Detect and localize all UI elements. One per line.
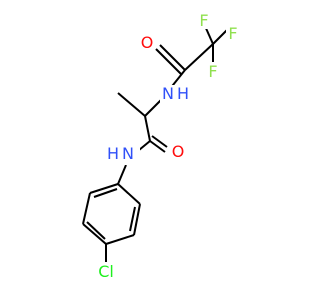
hydrogen-top-label: H: [177, 84, 189, 103]
n-top-bg: [160, 85, 176, 103]
o-mid-bg: [171, 143, 185, 161]
ring-bond-5: [82, 192, 91, 225]
bond-c-f2: [212, 28, 229, 45]
ring-bond-1: [117, 183, 141, 205]
ring-bond-6: [89, 183, 119, 194]
bond-c-o-top-1: [159, 44, 186, 71]
oxygen-top-label: O: [141, 33, 154, 52]
bond-cmid-o-1: [149, 140, 166, 153]
cl-bg: [95, 262, 119, 280]
ring-inner-3: [93, 188, 118, 198]
chlorine-label: Cl: [98, 262, 114, 281]
bond-n-ring: [117, 164, 127, 185]
bond-calpha-cmid: [144, 115, 151, 142]
ring-inner-1: [129, 206, 136, 232]
f2-bg: [226, 24, 240, 42]
ring-bond-2: [133, 203, 141, 236]
fluorine-3-label: F: [208, 62, 217, 81]
nitrogen-mid-label: N: [122, 144, 134, 163]
bond-c-cf3: [184, 43, 214, 71]
n-mid-bg: [112, 145, 140, 165]
molecule-diagram: O N H F F F O H N Cl: [82, 11, 240, 281]
f1-bg: [197, 11, 211, 29]
bond-c-o-top-2: [155, 48, 182, 75]
bond-calpha-methyl: [117, 92, 146, 117]
molecule-svg: O N H F F F O H N Cl: [82, 11, 240, 281]
o-top-bg: [140, 33, 154, 51]
fluorine-2-label: F: [228, 24, 237, 43]
atom-labels: O N H F F F O H N Cl: [95, 11, 240, 281]
ring-bond-3: [105, 234, 135, 245]
ring-bond-4: [82, 223, 107, 245]
nitrogen-top-label: N: [162, 84, 174, 103]
hydrogen-mid-label: H: [107, 144, 119, 163]
fluorine-1-label: F: [199, 11, 208, 30]
bonds-layer: [82, 25, 229, 262]
f3-bg: [206, 62, 220, 80]
oxygen-mid-label: O: [172, 142, 185, 161]
bond-cmid-o-2: [151, 135, 168, 148]
ring-inner-2: [86, 221, 106, 240]
